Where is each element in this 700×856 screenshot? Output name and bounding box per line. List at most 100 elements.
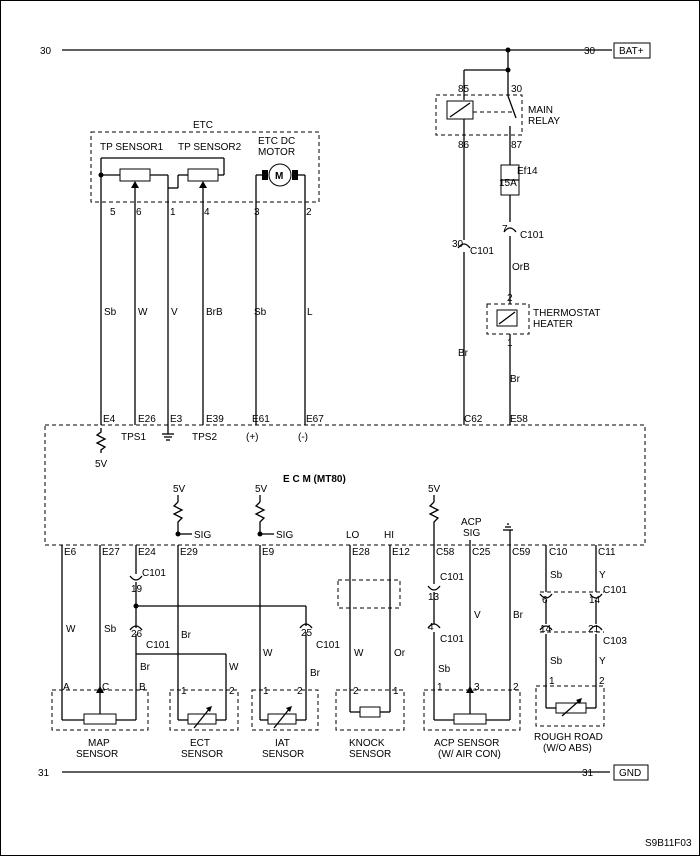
- ecm-5v-top: 5V: [95, 459, 108, 470]
- ect-5v: 5V: [173, 484, 186, 495]
- ecm-module: E C M (MT80) 5V TPS1 TPS2 (+) (-): [44, 424, 646, 546]
- map-c101b: C101: [146, 640, 170, 651]
- acp-c101b: C101: [440, 634, 464, 645]
- ecm-top-pin-0: E4: [103, 414, 116, 425]
- ecm-bottom-pin-9: C59: [512, 547, 531, 558]
- fuse-ef14: Ef14 15A: [499, 152, 538, 222]
- etc-wire-color-5: L: [307, 307, 313, 318]
- iat-sig: SIG: [276, 530, 293, 541]
- ecm-top-pin-6: C62: [464, 414, 483, 425]
- battery-rail: 30 30 BAT+: [40, 42, 651, 59]
- ecm-top-pin-4: E61: [252, 414, 270, 425]
- rough-pin-2: 2: [599, 676, 605, 687]
- knock-pin-1: 1: [393, 686, 399, 697]
- ecm-top-pin-3: E39: [206, 414, 224, 425]
- tp-sensor2-label: TP SENSOR2: [178, 142, 242, 153]
- iat-wire-br: Br: [310, 668, 321, 679]
- acp-c101a: C101: [440, 572, 464, 583]
- rough-c101: C101: [603, 585, 627, 596]
- ect-sensor-circuit: Br W 1 2 ECT SENSOR: [136, 545, 239, 760]
- c101-pin-30: 30: [452, 239, 464, 250]
- wire-br-left: Br: [458, 348, 469, 359]
- etc-pin-1: 6: [136, 207, 142, 218]
- knock-hi: HI: [384, 530, 394, 541]
- map-pin-a: A: [63, 682, 70, 693]
- acp-wire-sb: Sb: [438, 664, 451, 675]
- bat-plus-label: BAT+: [619, 46, 644, 57]
- rough-wire-sb2: Sb: [550, 656, 563, 667]
- etc-wire-color-4: Sb: [254, 307, 267, 318]
- acp-wire-br: Br: [513, 610, 524, 621]
- ect-wire-w: W: [229, 662, 239, 673]
- ect-pullup: 5V SIG: [172, 484, 211, 541]
- knock-pin-2: 2: [353, 686, 359, 697]
- iat-pin-1: 1: [263, 686, 269, 697]
- map-wire-sb: Sb: [104, 624, 117, 635]
- acp-sig-1: ACP: [461, 517, 482, 528]
- etc-pin-5: 2: [306, 207, 312, 218]
- fuse-name: Ef14: [517, 166, 538, 177]
- acp-pullup: 5V ACP SIG: [428, 484, 482, 545]
- etc-wire-color-3: BrB: [206, 307, 223, 318]
- tp-sensor1-label: TP SENSOR1: [100, 142, 164, 153]
- relay-pin-86: 86: [458, 140, 470, 151]
- iat-5v: 5V: [255, 484, 268, 495]
- ect-label-1: ECT: [190, 738, 210, 749]
- acp-sig-2: SIG: [463, 528, 480, 539]
- map-label-2: SENSOR: [76, 749, 118, 760]
- gnd-label: GND: [619, 768, 641, 779]
- map-wire-br: Br: [140, 662, 151, 673]
- ecm-bottom-pin-11: C11: [598, 547, 616, 558]
- etc-wire-color-1: W: [138, 307, 148, 318]
- knock-label-2: SENSOR: [349, 749, 391, 760]
- acp-sensor-circuit: 13 C101 4 C101 Sb V Br 1 3 2 ACP SENSOR …: [423, 530, 524, 760]
- rough-label-2: (W/O ABS): [543, 743, 592, 754]
- ecm-top-pin-5: E67: [306, 414, 324, 425]
- ecm-top-pin-2: E3: [170, 414, 183, 425]
- iat-label-1: IAT: [275, 738, 290, 749]
- ecm-top-pin-1: E26: [138, 414, 156, 425]
- rough-c6: 6: [542, 595, 548, 606]
- rough-road-circuit: 6 14 C101 Sb Y 14 21 C103 Sb Y 1 2 ROUGH…: [534, 545, 627, 754]
- rough-wire-y1: Y: [599, 570, 606, 581]
- knock-label-1: KNOCK: [349, 738, 385, 749]
- knock-wire-w: W: [354, 648, 364, 659]
- rough-c14b: 14: [540, 624, 552, 635]
- map-c26: 26: [131, 629, 143, 640]
- ecm-tps2: TPS2: [192, 432, 217, 443]
- iat-pin-2: 2: [297, 686, 303, 697]
- acp-pin-2: 2: [513, 682, 519, 693]
- rough-pin-1: 1: [549, 676, 555, 687]
- thermo-label-2: HEATER: [533, 319, 573, 330]
- relay-label-main: MAIN: [528, 105, 553, 116]
- c101-label-left: C101: [470, 246, 494, 257]
- iat-pullup: 5V SIG: [254, 484, 293, 541]
- acp-label-2: (W/ AIR CON): [438, 749, 501, 760]
- ecm-top-pin-7: E58: [510, 414, 528, 425]
- rough-wire-y2: Y: [599, 656, 606, 667]
- ecm-tps1: TPS1: [121, 432, 146, 443]
- etc-title: ETC: [193, 120, 213, 131]
- c101-pin-7: 7: [502, 224, 508, 235]
- acp-c4: 4: [428, 622, 434, 633]
- figure-code: S9B11F03: [645, 838, 692, 849]
- rough-c14: 14: [589, 595, 601, 606]
- thermo-label-1: THERMOSTAT: [533, 308, 600, 319]
- ect-pin-1: 1: [181, 686, 187, 697]
- ecm-bottom-pin-8: C25: [472, 547, 491, 558]
- rail-31-left: 31: [38, 768, 50, 779]
- etc-pin-0: 5: [110, 207, 116, 218]
- knock-wire-or: Or: [394, 648, 406, 659]
- map-label-1: MAP: [88, 738, 110, 749]
- rough-c103: C103: [603, 636, 627, 647]
- rail-30-left: 30: [40, 46, 52, 57]
- map-pin-b: B: [139, 682, 146, 693]
- iat-c25: 25: [301, 628, 313, 639]
- relay-pin-85: 85: [458, 84, 470, 95]
- c101-top-connectors: 30 C101 7 C101 OrB: [452, 152, 544, 425]
- relay-pin-87: 87: [511, 140, 523, 151]
